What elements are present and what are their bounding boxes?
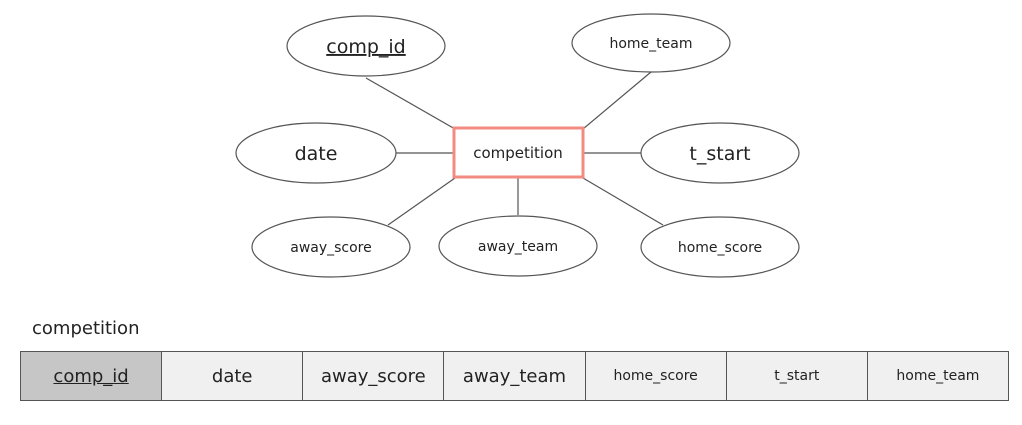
attribute-label: home_score xyxy=(678,240,762,256)
attribute-t-start: t_start xyxy=(640,122,800,184)
attribute-label: date xyxy=(295,143,338,165)
attribute-label: t_start xyxy=(689,143,750,165)
column-t-start: t_start xyxy=(725,351,868,401)
connector-comp-id xyxy=(365,77,456,130)
attribute-home-team: home_team xyxy=(571,13,731,73)
column-comp-id: comp_id xyxy=(19,351,163,401)
attribute-home-score: home_score xyxy=(640,216,800,278)
attribute-comp-id: comp_id xyxy=(286,15,446,77)
connector-home-score xyxy=(582,177,664,226)
attribute-label: away_team xyxy=(478,239,558,255)
table-row: comp_id date away_score away_team home_s… xyxy=(19,351,1010,401)
attribute-label: comp_id xyxy=(326,36,405,58)
attribute-label: home_team xyxy=(609,36,692,52)
column-date: date xyxy=(161,351,304,401)
column-away-score: away_score xyxy=(302,351,445,401)
attribute-away-team: away_team xyxy=(438,215,598,277)
er-diagram: comp_id home_team date t_start away_scor… xyxy=(235,13,800,278)
column-away-team: away_team xyxy=(443,351,586,401)
entity-label: competition xyxy=(473,144,563,162)
schema-table: comp_id date away_score away_team home_s… xyxy=(19,351,1010,401)
attribute-date: date xyxy=(235,122,397,184)
connector-lines xyxy=(365,71,664,226)
table-caption: competition xyxy=(32,318,140,339)
entity-competition: competition xyxy=(452,126,585,179)
attribute-away-score: away_score xyxy=(251,216,411,278)
attribute-label: away_score xyxy=(290,240,372,256)
connector-away-score xyxy=(387,177,456,226)
connector-home-team xyxy=(582,71,652,130)
column-home-score: home_score xyxy=(584,351,727,401)
column-home-team: home_team xyxy=(866,351,1010,401)
